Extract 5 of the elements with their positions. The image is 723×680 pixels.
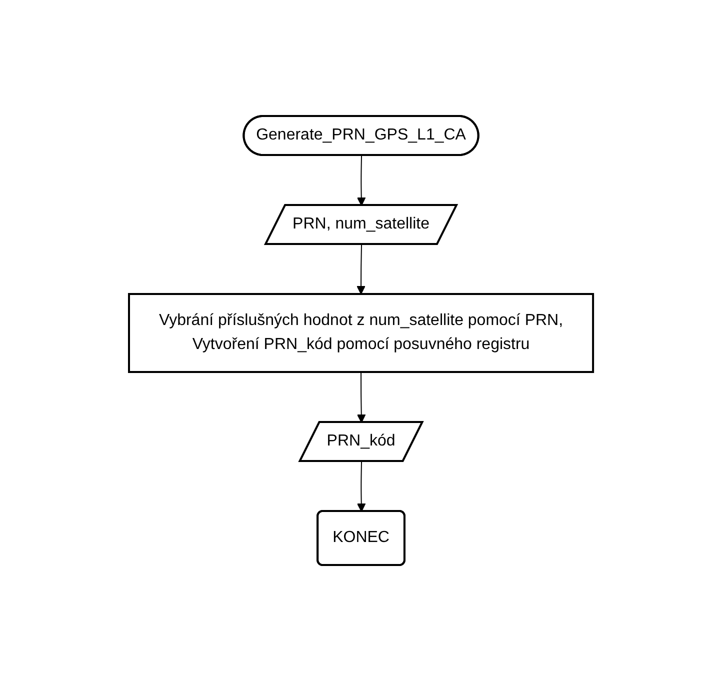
arrow [357, 244, 366, 294]
arrow [357, 154, 366, 206]
arrow [357, 371, 366, 422]
node-box: Vybrání příslušných hodnot z num_satellite pomocí PRN, Vytvoření PRN_kód pomocí posuvného registru [128, 292, 595, 372]
arrow [357, 460, 366, 512]
